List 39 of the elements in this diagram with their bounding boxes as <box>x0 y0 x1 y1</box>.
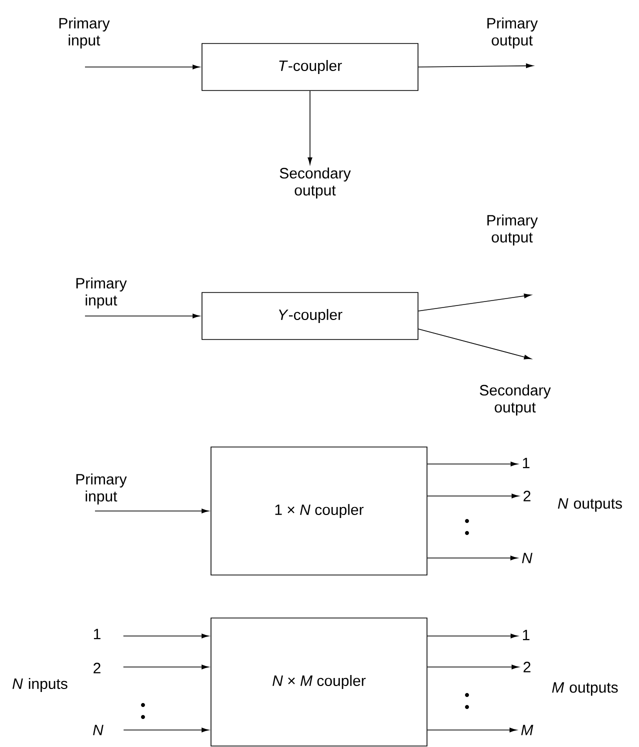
arrow <box>94 508 209 514</box>
port-label: Primary output <box>487 18 538 48</box>
arrow <box>122 634 209 638</box>
port-label: Secondary output <box>280 168 351 198</box>
arrow <box>427 634 518 638</box>
arrow <box>427 728 517 732</box>
arrow <box>123 728 209 732</box>
coupler-box: T-coupler <box>202 43 418 91</box>
arrow <box>418 328 532 360</box>
port-number: M <box>521 724 534 736</box>
port-label: Primary input <box>76 278 127 308</box>
arrow <box>84 314 200 318</box>
arrow <box>84 64 200 70</box>
port-label: Primary output <box>487 214 538 246</box>
arrow <box>427 556 518 560</box>
group-label: N inputs <box>12 678 68 692</box>
port-number: 1 <box>94 628 100 640</box>
arrow <box>308 90 312 165</box>
port-label: Secondary output <box>480 384 551 416</box>
arrow <box>418 294 532 312</box>
arrow <box>427 664 519 670</box>
coupler-box: Y-coupler <box>202 292 418 340</box>
coupler-box: N × M coupler <box>210 618 428 746</box>
arrow <box>122 664 209 670</box>
arrow <box>427 462 518 466</box>
port-number: 1 <box>522 458 530 468</box>
port-number: N <box>93 724 104 736</box>
port-number: 2 <box>524 662 530 672</box>
port-label: Primary input <box>59 18 110 48</box>
port-number: N <box>522 552 532 564</box>
arrow <box>418 64 534 68</box>
group-label: M outputs <box>552 682 618 696</box>
port-number: 1 <box>522 630 530 640</box>
port-number: 2 <box>524 490 530 502</box>
arrow <box>427 494 519 498</box>
port-number: 2 <box>94 662 100 674</box>
group-label: N outputs <box>558 498 622 512</box>
port-label: Primary input <box>76 474 127 504</box>
coupler-box: 1 × N coupler <box>210 446 428 576</box>
